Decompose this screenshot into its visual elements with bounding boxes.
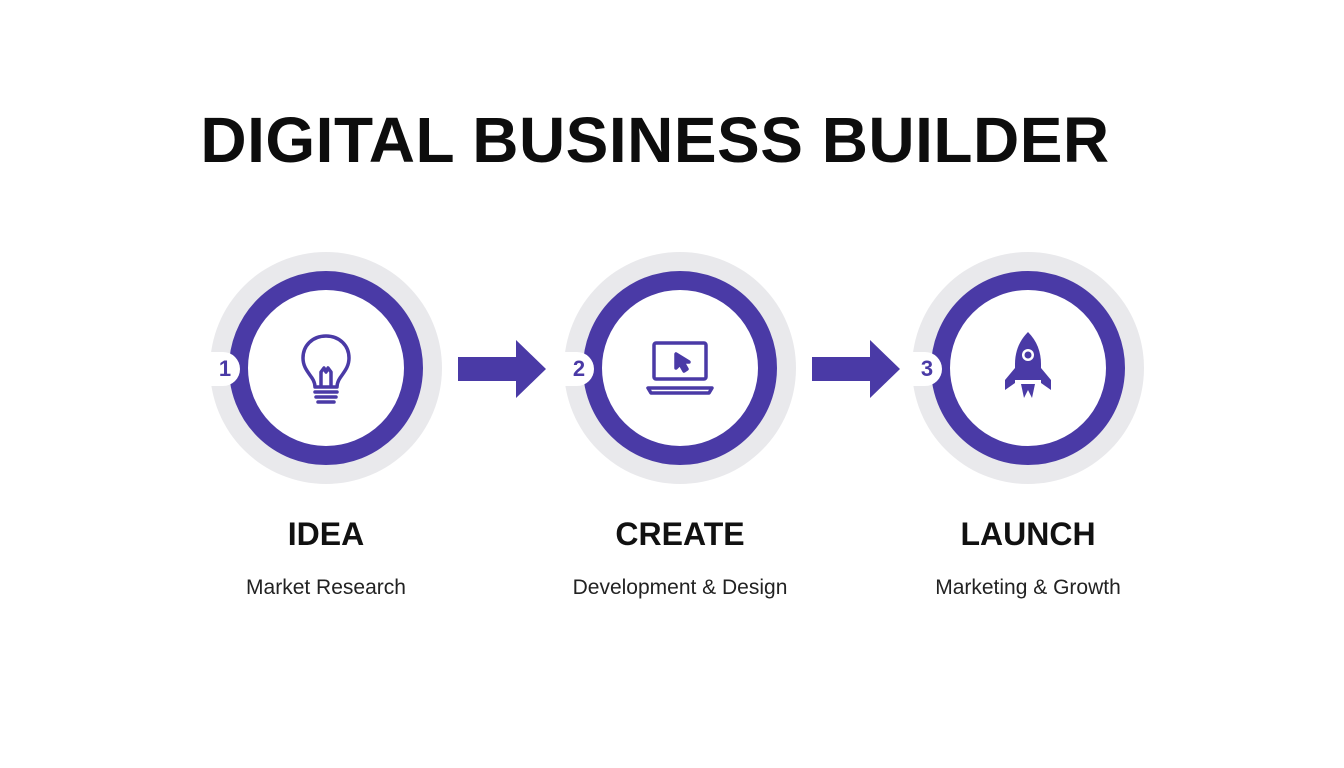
step-label: LAUNCH	[960, 516, 1096, 552]
arrow-right-icon	[812, 340, 900, 398]
step-number-badge: 3	[912, 352, 942, 386]
lightbulb-icon	[286, 328, 366, 408]
step-sublabel: Marketing & Growth	[935, 576, 1121, 599]
laptop-cursor-icon	[640, 328, 720, 408]
step-sublabel: Market Research	[246, 576, 406, 599]
step-circle: 3	[912, 252, 1144, 484]
step-launch: 3 LAUNCH Marketing & Growth	[912, 252, 1144, 599]
step-idea: 1 IDEA Market Research	[210, 252, 442, 599]
step-circle: 2	[564, 252, 796, 484]
step-number-badge: 1	[210, 352, 240, 386]
step-sublabel: Development & Design	[572, 576, 788, 599]
arrow-right-icon	[458, 340, 546, 398]
page-title: DIGITAL BUSINESS BUILDER	[200, 104, 1110, 176]
step-label: CREATE	[615, 516, 745, 552]
step-number-badge: 2	[564, 352, 594, 386]
step-create: 2 CREATE Development & Design	[564, 252, 796, 599]
rocket-icon	[988, 328, 1068, 408]
step-circle: 1	[210, 252, 442, 484]
step-label: IDEA	[287, 516, 365, 552]
